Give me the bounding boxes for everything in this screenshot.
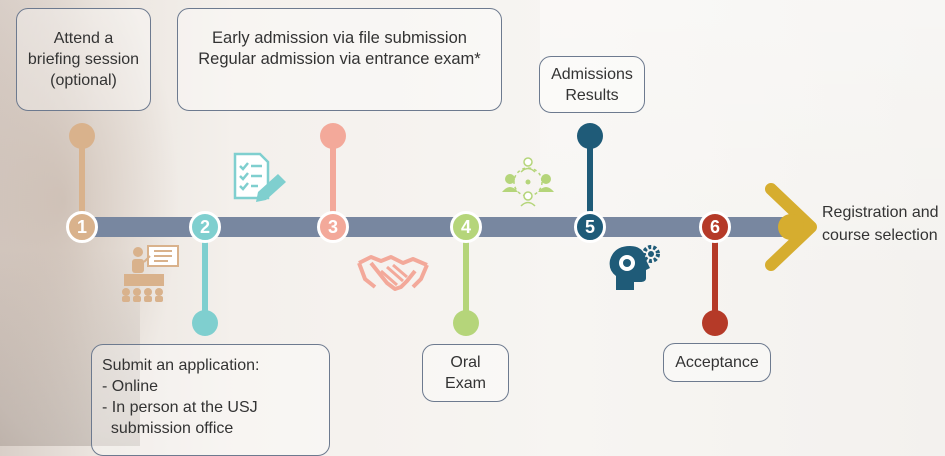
step-5-label-box: Admissions Results	[539, 56, 645, 113]
step-6-label-line: Acceptance	[675, 354, 759, 371]
step-3-stem	[330, 148, 336, 218]
presentation-icon	[122, 245, 179, 302]
checklist-icon	[233, 152, 286, 202]
background-board	[540, 0, 945, 260]
step-3-label-line: Early admission via file submission	[212, 28, 467, 47]
step-1-label-line: briefing session	[27, 51, 140, 68]
step-1-label-box: Attend a briefing session (optional)	[16, 8, 151, 111]
step-3-label-line: Regular admission via entrance exam*	[198, 49, 481, 68]
step-2-stem	[202, 236, 208, 312]
step-2-dot	[192, 310, 218, 336]
step-3-dot	[320, 123, 346, 149]
background-photo-lower	[0, 250, 140, 446]
final-step-label: Registration and course selection	[822, 201, 939, 247]
final-step-label-line: course selection	[822, 227, 938, 244]
step-3-label-box: Early admission via file submission Regu…	[177, 8, 502, 111]
step-5-label-line: Admissions	[551, 65, 633, 83]
step-5-number: 5	[574, 211, 606, 243]
step-4-dot	[453, 310, 479, 336]
step-4-stem	[463, 236, 469, 312]
step-1-label-line: (optional)	[50, 72, 117, 89]
step-2-label-line: Submit an application:	[102, 357, 260, 374]
network-people-icon	[502, 157, 554, 207]
step-2-label-line: - In person at the USJ	[102, 399, 258, 416]
step-5-stem	[587, 148, 593, 218]
final-step-label-line: Registration and	[822, 204, 939, 221]
timeline-bar	[88, 217, 788, 237]
step-1-dot	[69, 123, 95, 149]
step-1-label-line: Attend a	[53, 30, 114, 47]
arrow-chevron-icon	[765, 183, 817, 271]
step-6-number: 6	[699, 211, 731, 243]
step-2-label-line: submission office	[102, 420, 234, 437]
step-2-label-line: - Online	[102, 378, 159, 395]
gear-head-icon	[609, 245, 660, 290]
step-6-label-box: Acceptance	[663, 343, 771, 382]
step-4-label-line: Oral	[450, 354, 481, 371]
step-1-stem	[79, 148, 85, 218]
step-4-label-box: Oral Exam	[422, 344, 509, 402]
step-3-number: 3	[317, 211, 349, 243]
step-2-label-box: Submit an application: - Online - In per…	[91, 344, 330, 456]
step-6-stem	[712, 236, 718, 312]
step-4-label-line: Exam	[445, 375, 486, 392]
step-5-dot	[577, 123, 603, 149]
step-2-number: 2	[189, 211, 221, 243]
step-1-number: 1	[66, 211, 98, 243]
step-4-number: 4	[450, 211, 482, 243]
step-5-label-line: Results	[565, 86, 619, 104]
step-6-dot	[702, 310, 728, 336]
handshake-icon	[357, 255, 429, 291]
